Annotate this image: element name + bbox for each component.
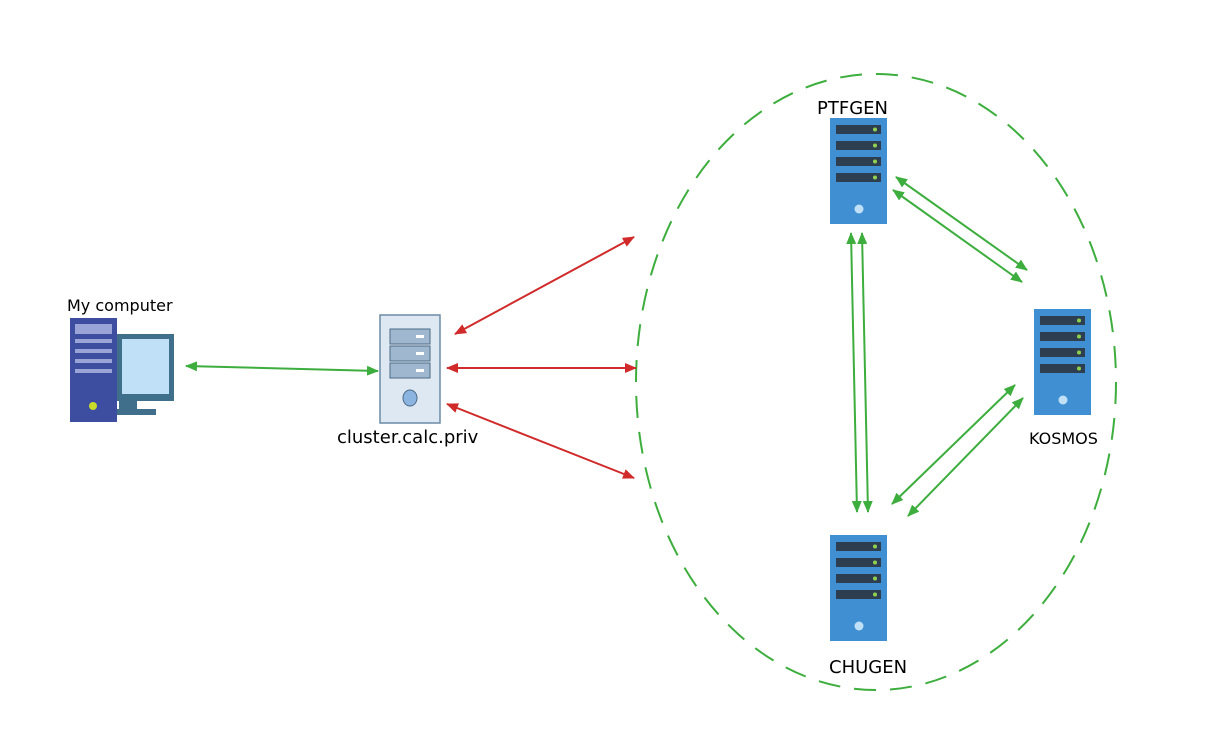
- link-mycomputer-cluster: [185, 361, 379, 376]
- link-ptfgen-kosmos-a: [895, 176, 1028, 271]
- node-label-chugen: CHUGEN: [829, 657, 908, 678]
- node-label-cluster: cluster.calc.priv: [337, 427, 479, 448]
- link-ptfgen-kosmos-b: [892, 189, 1023, 283]
- link-cluster-lower: [446, 403, 635, 479]
- link-kosmos-chugen-b: [907, 397, 1024, 517]
- head-node-server-icon: [379, 314, 441, 424]
- link-cluster-upper: [454, 236, 635, 335]
- link-ptfgen-chugen-b: [857, 232, 873, 513]
- rack-server-icon: [830, 535, 887, 641]
- link-ptfgen-chugen-a: [846, 232, 862, 513]
- cluster-boundary: [635, 73, 1117, 691]
- link-kosmos-chugen-a: [891, 384, 1016, 505]
- node-label-my-computer: My computer: [67, 296, 173, 315]
- rack-server-icon: [830, 118, 887, 224]
- node-label-ptfgen: PTFGEN: [817, 98, 888, 119]
- rack-server-icon: [1034, 309, 1091, 415]
- desktop-pc-icon: [70, 318, 174, 422]
- node-label-kosmos: KOSMOS: [1029, 429, 1098, 448]
